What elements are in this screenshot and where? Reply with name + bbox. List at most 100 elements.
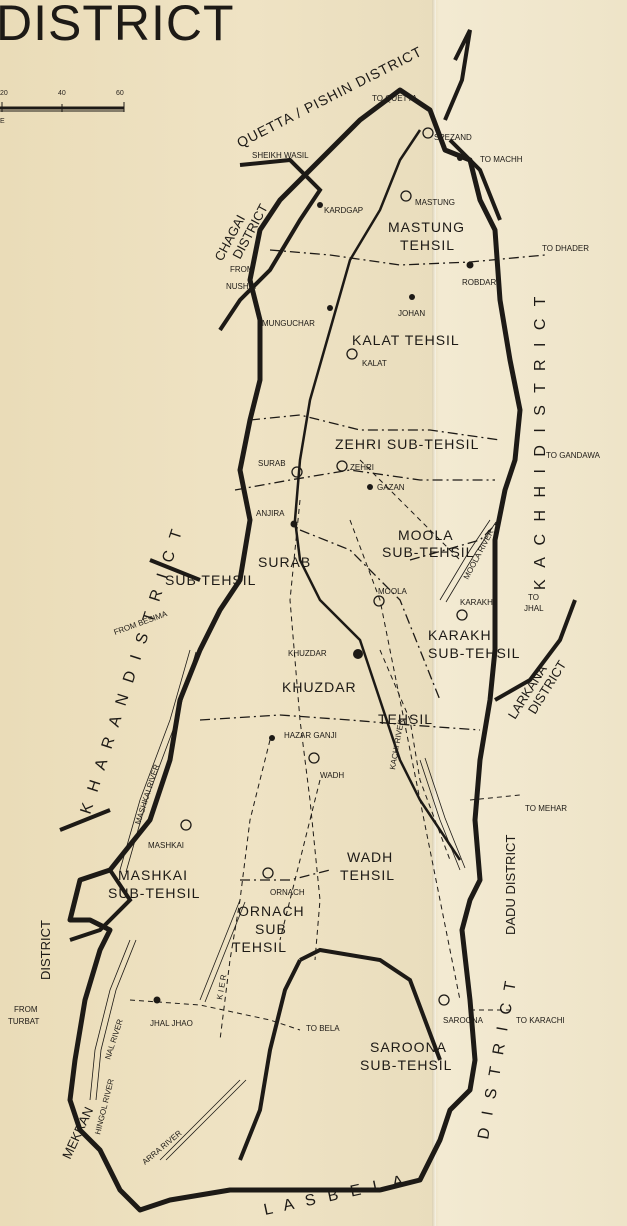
label-wadh-1: WADH — [347, 849, 393, 865]
label-lasbela: L A S B E L A — [262, 1172, 408, 1219]
label-mastung-tehsil-2: TEHSIL — [400, 237, 455, 253]
place-ornach: ORNACH — [270, 888, 305, 897]
place-to-bela: TO BELA — [306, 1024, 340, 1033]
label-moola-1: MOOLA — [398, 527, 454, 543]
label-saroona-1: SAROONA — [370, 1039, 447, 1055]
town-dots — [153, 155, 474, 1004]
place-robdar: ROBDAR — [462, 278, 496, 287]
place-hazar-ganji: HAZAR GANJI — [284, 731, 337, 740]
tehsil-boundaries — [199, 249, 546, 881]
place-anjira: ANJIRA — [256, 509, 285, 518]
label-kharan-district: K H A R A N D I S T R I C T — [78, 524, 187, 816]
town-circles — [180, 127, 468, 1006]
river-kier: K I E R — [215, 974, 228, 1001]
town-dot-spezand — [457, 155, 463, 161]
place-to-gandawa: TO GANDAWA — [546, 451, 601, 460]
place-mashkai: MASHKAI — [148, 841, 184, 850]
label-ornach-1: ORNACH — [238, 903, 305, 919]
label-mashkai-2: SUB-TEHSIL — [108, 885, 200, 901]
label-mekran-district: DISTRICT — [38, 920, 53, 980]
scale-tick-40: 40 — [58, 90, 66, 97]
rivers — [89, 519, 497, 1161]
place-jhal-jhao: JHAL JHAO — [150, 1019, 193, 1028]
town-dot-munguchar — [327, 305, 333, 311]
district-boundary — [67, 87, 523, 1213]
boundary-mekran — [69, 868, 133, 942]
label-mashkai-1: MASHKAI — [118, 867, 188, 883]
town-circle-surab — [291, 466, 303, 478]
town-circle-mastung — [400, 190, 412, 202]
label-zehri-sub-tehsil: ZEHRI SUB-TEHSIL — [335, 436, 479, 452]
place-kardgap: KARDGAP — [324, 206, 363, 215]
label-moola-2: SUB-TEHSIL — [382, 544, 474, 560]
paper-fold — [432, 0, 436, 1226]
boundary-larkana — [494, 599, 577, 702]
place-from: FROM — [230, 265, 254, 274]
label-kachhi-district: K A C H H I D I S T R I C T — [532, 293, 549, 590]
label-mastung-tehsil-1: MASTUNG — [388, 219, 465, 235]
place-surab: SURAB — [258, 459, 286, 468]
river-hingol: HINGOL RIVER — [93, 1078, 116, 1136]
place-to: TO — [528, 593, 539, 602]
town-circle-karakh — [456, 609, 468, 621]
label-ornach-2: SUB — [255, 921, 287, 937]
town-circle-quetta — [422, 127, 434, 139]
place-johan: JOHAN — [398, 309, 425, 318]
river-arra: ARRA RIVER — [141, 1128, 184, 1166]
label-surab-2: SUB TEHSIL — [165, 572, 256, 588]
place-to-mehar: TO MEHAR — [525, 804, 567, 813]
town-circle-wadh — [308, 752, 320, 764]
place-mastung: MASTUNG — [415, 198, 455, 207]
boundary-lasbela — [299, 947, 442, 1061]
town-circle-zehri — [336, 460, 348, 472]
place-sheikh-wasil: SHEIKH WASIL — [252, 151, 309, 160]
town-dot-jhal-jhao — [153, 996, 161, 1004]
town-dot-anjira — [290, 520, 298, 528]
town-circle-ornach — [262, 867, 274, 879]
label-kalat-tehsil: KALAT TEHSIL — [352, 332, 460, 348]
place-munguchar: MUNGUCHAR — [262, 319, 315, 328]
map-title: DISTRICT — [0, 0, 235, 51]
railway-line — [293, 129, 462, 861]
scale-bar-graphic — [0, 102, 125, 112]
place-to-dhader: TO DHADER — [542, 244, 589, 253]
place-wadh: WADH — [320, 771, 344, 780]
place-jhal: JHAL — [524, 604, 544, 613]
scale-tick-20: 20 — [0, 90, 8, 97]
town-circle-saroona — [438, 994, 450, 1006]
place-spezand: SPEZAND — [434, 133, 472, 142]
river-nal: NAL RIVER — [103, 1018, 125, 1061]
label-wadh-2: TEHSIL — [340, 867, 395, 883]
place-karakh: KARAKH — [460, 598, 493, 607]
town-dot-hazar-ganji — [269, 735, 275, 741]
boundary-east-arm — [448, 138, 502, 221]
label-khuzdar-2: TEHSIL — [378, 711, 433, 727]
place-gazan: GAZAN — [377, 483, 405, 492]
town-circle-moola — [373, 595, 385, 607]
boundary-kharan — [59, 558, 201, 832]
place-to-machh: TO MACHH — [480, 155, 523, 164]
scale-unit: E — [0, 118, 5, 125]
place-saroona: SAROONA — [443, 1016, 484, 1025]
town-dot-khuzdar — [353, 649, 363, 659]
place-to-karachi: TO KARACHI — [516, 1016, 565, 1025]
place-moola: MOOLA — [378, 587, 408, 596]
place-kalat: KALAT — [362, 359, 387, 368]
label-saroona-2: SUB-TEHSIL — [360, 1057, 452, 1073]
town-circle-kalat — [346, 348, 358, 360]
label-dadu-district: DADU DISTRICT — [503, 835, 518, 935]
town-dot-robdar — [466, 261, 474, 269]
label-mekran: MEKRAN — [59, 1105, 96, 1162]
label-ornach-3: TEHSIL — [232, 939, 287, 955]
label-lasbela-district: D I S T R I C T — [475, 976, 520, 1140]
town-dot-gazan — [367, 484, 373, 490]
label-khuzdar-1: KHUZDAR — [282, 679, 357, 695]
scale-bar: 20 40 60 E — [0, 88, 130, 128]
place-to-quetta: TO QUETTA — [372, 94, 418, 103]
place-zehri: ZEHRI — [350, 463, 374, 472]
boundary-chagai — [218, 157, 323, 332]
boundary-wadh-sw — [238, 959, 302, 1161]
scale-tick-60: 60 — [116, 90, 124, 97]
